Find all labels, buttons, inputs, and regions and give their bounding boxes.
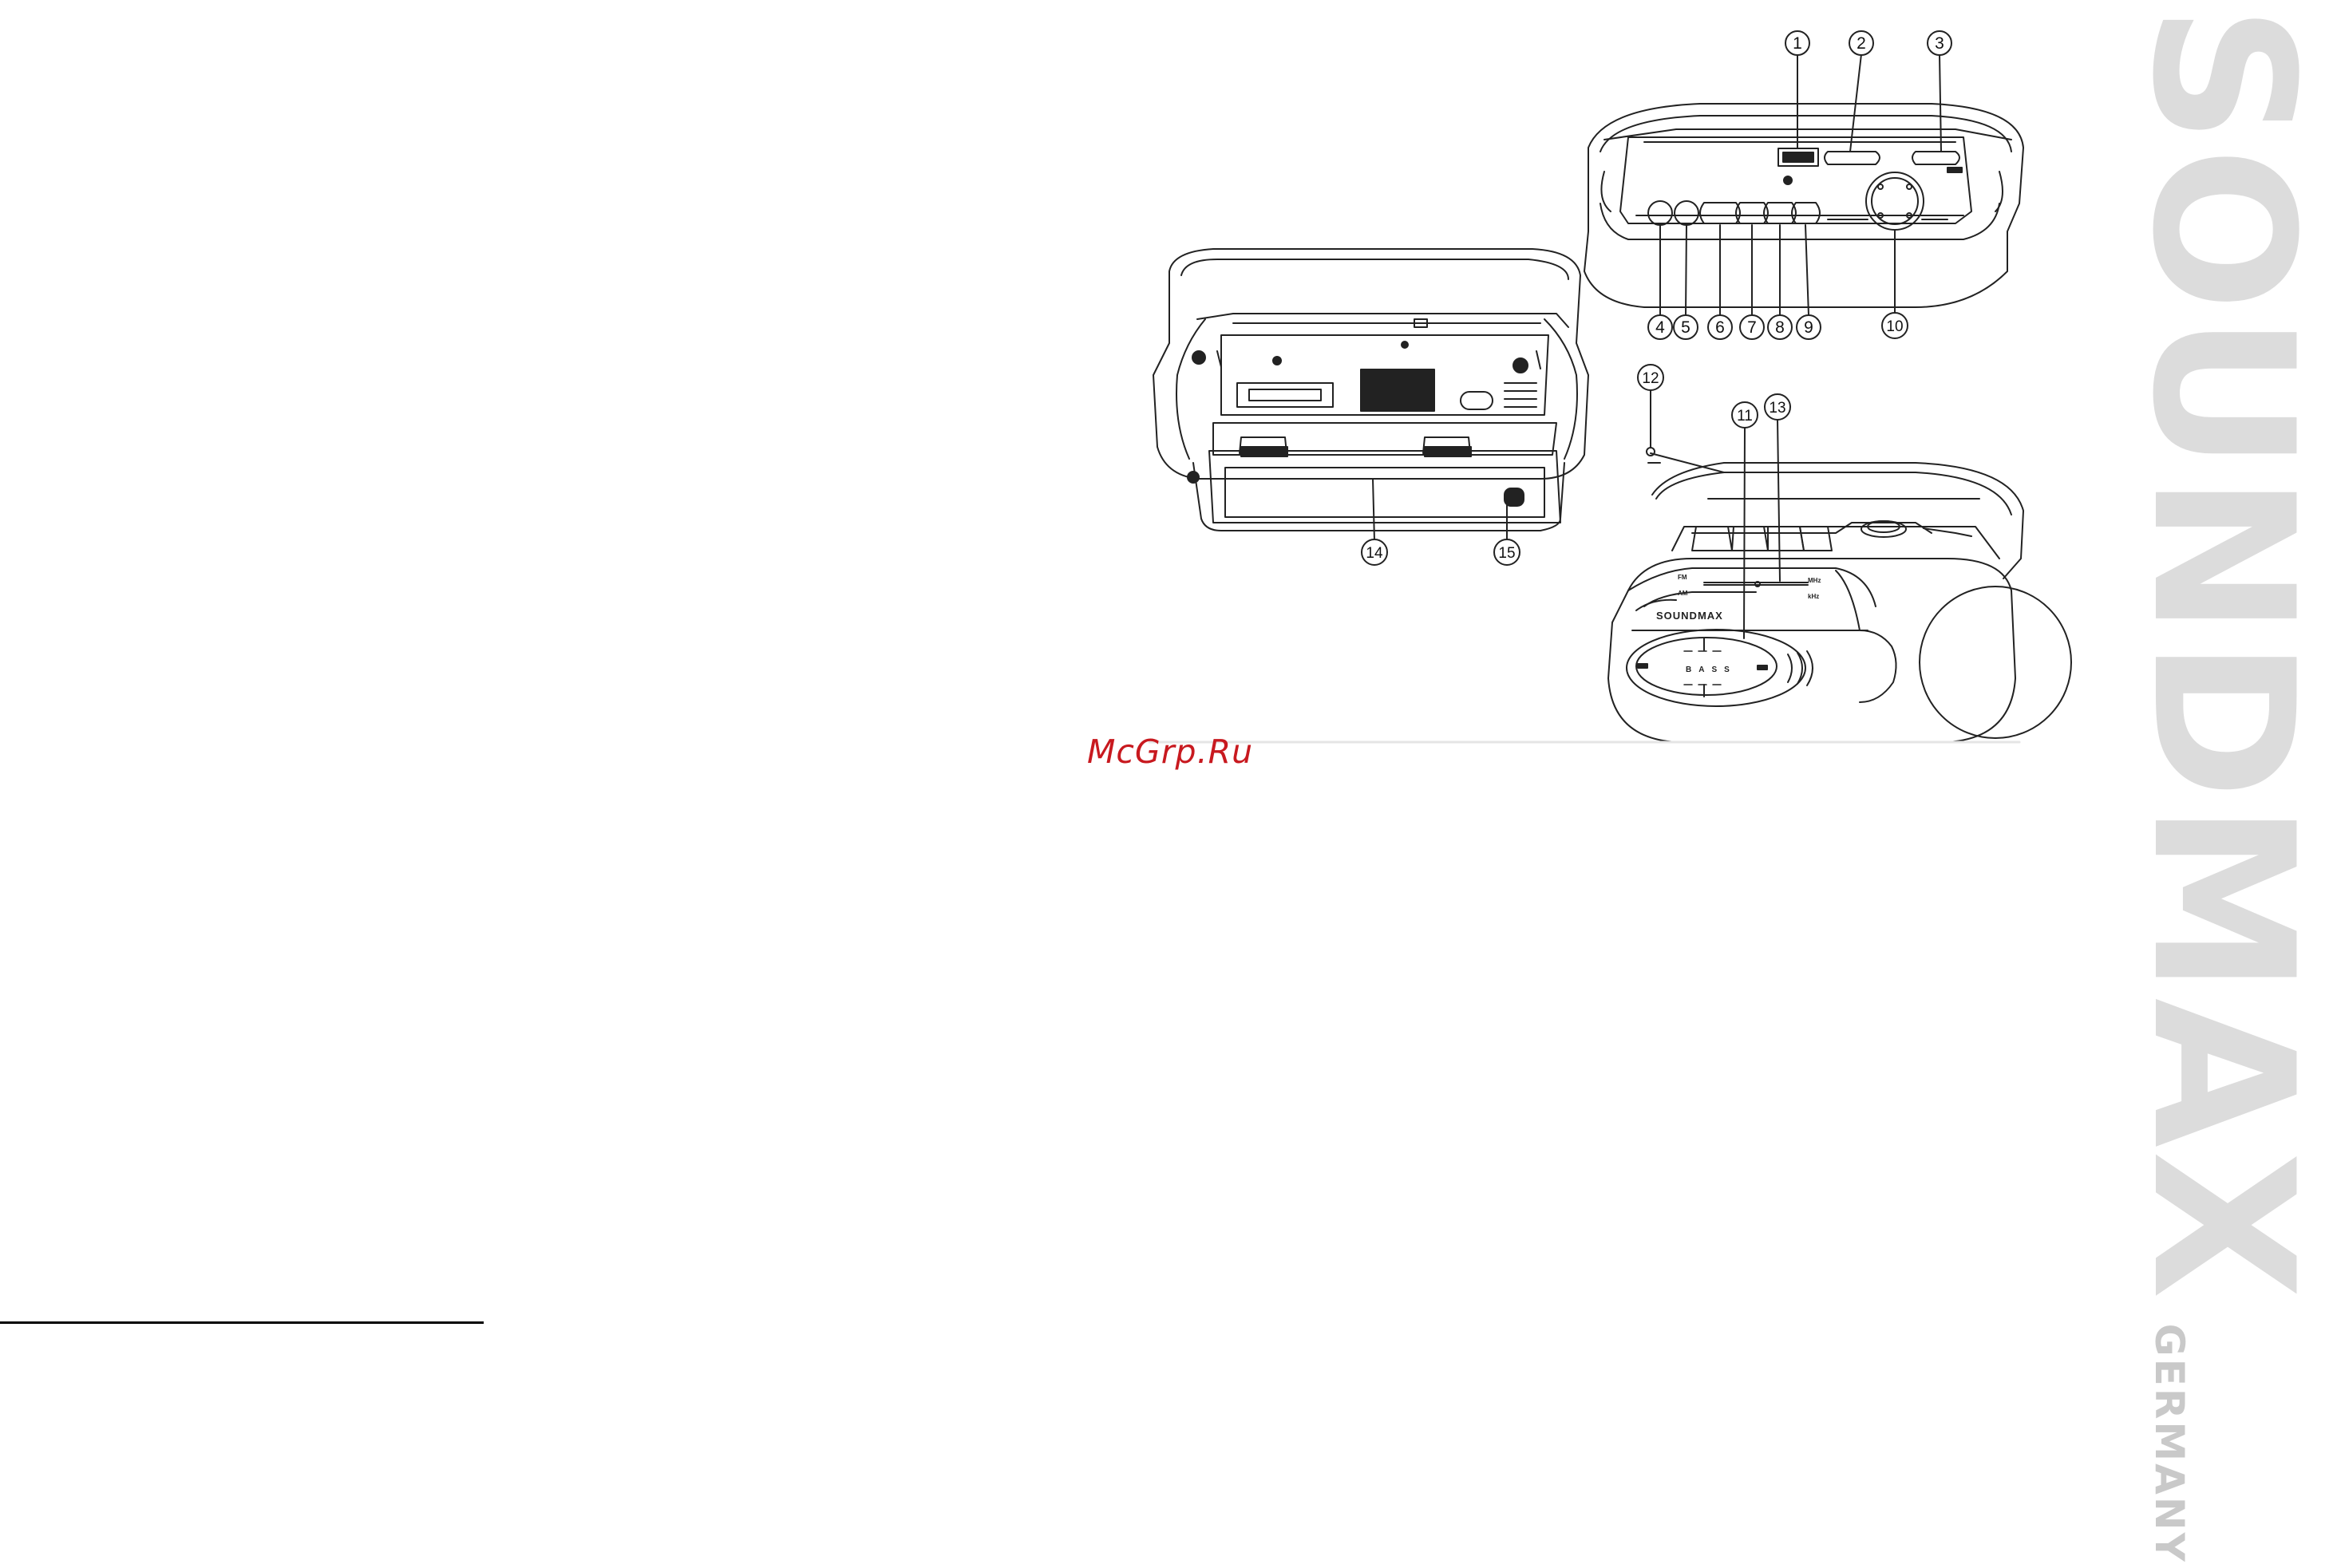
- svg-text:5: 5: [1681, 318, 1690, 337]
- svg-text:15: 15: [1498, 545, 1515, 562]
- svg-text:8: 8: [1775, 318, 1785, 337]
- watermark-text: McGrp.Ru: [1087, 733, 1253, 771]
- callout-4: 4: [1648, 315, 1672, 339]
- svg-text:1: 1: [1793, 34, 1802, 53]
- svg-text:13: 13: [1769, 400, 1785, 417]
- unit-mhz-label: MHz: [1808, 577, 1821, 584]
- callout-12: 12: [1638, 365, 1663, 390]
- footer-divider: [0, 1321, 484, 1324]
- svg-text:4: 4: [1655, 318, 1665, 337]
- svg-text:2: 2: [1857, 34, 1866, 53]
- rear-view: [1153, 249, 1588, 531]
- svg-text:7: 7: [1747, 318, 1757, 337]
- brand-country: GERMANY: [2146, 1324, 2193, 1564]
- callout-15: 15: [1494, 539, 1520, 565]
- callout-group: 1 2 3 4 5 6 7 8 9 10 11 12 13 14 15: [1362, 31, 1951, 565]
- callout-7: 7: [1740, 315, 1764, 339]
- svg-text:10: 10: [1886, 318, 1903, 335]
- svg-text:11: 11: [1737, 408, 1753, 425]
- front-logo: SOUNDMAX: [1656, 610, 1723, 622]
- callout-8: 8: [1768, 315, 1792, 339]
- unit-khz-label: kHz: [1808, 593, 1819, 600]
- callout-11: 11: [1732, 402, 1758, 428]
- svg-text:9: 9: [1804, 318, 1813, 337]
- svg-text:3: 3: [1935, 34, 1944, 53]
- callout-14: 14: [1362, 539, 1387, 565]
- callout-3: 3: [1928, 31, 1951, 55]
- callout-1: 1: [1785, 31, 1809, 55]
- callout-5: 5: [1674, 315, 1698, 339]
- brand-sidebar: SOUNDMAX GERMANY: [2110, 5, 2335, 1564]
- callout-2: 2: [1849, 31, 1873, 55]
- callout-10: 10: [1882, 313, 1908, 338]
- bass-label: BASS: [1686, 666, 1737, 674]
- svg-text:12: 12: [1642, 370, 1659, 387]
- band-am-label: AM: [1678, 590, 1688, 597]
- callout-6: 6: [1708, 315, 1732, 339]
- band-fm-label: FM: [1678, 574, 1687, 581]
- svg-text:14: 14: [1366, 545, 1383, 562]
- callout-13: 13: [1765, 394, 1790, 420]
- callout-9: 9: [1797, 315, 1821, 339]
- brand-name: SOUNDMAX: [2110, 5, 2335, 1303]
- top-view: [1584, 104, 2023, 307]
- svg-text:6: 6: [1715, 318, 1725, 337]
